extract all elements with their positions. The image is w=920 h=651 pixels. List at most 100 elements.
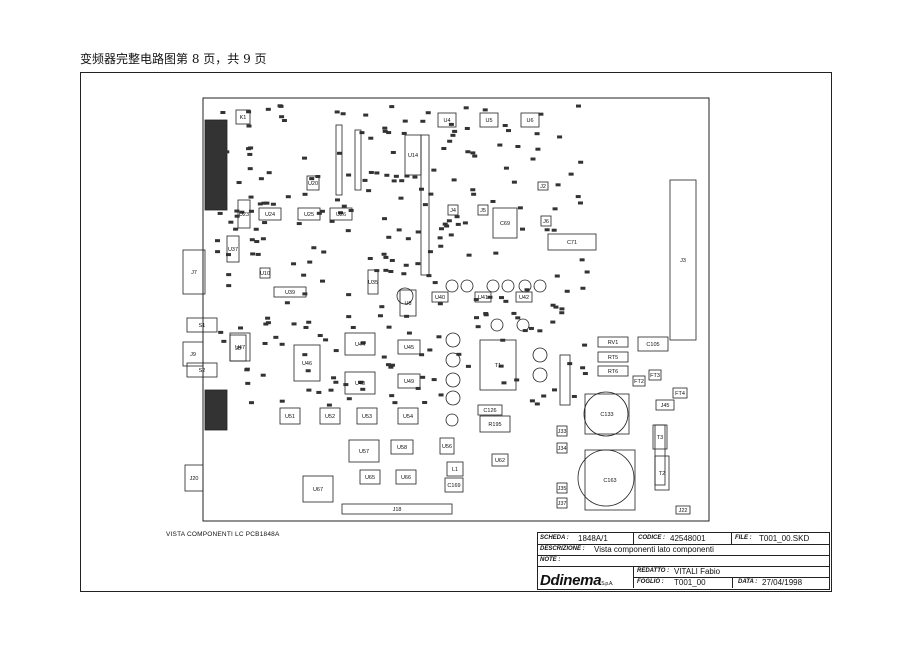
component-outline [226,235,240,263]
component-outline [648,369,662,381]
smd-pad [273,335,279,339]
smd-pad [301,273,307,277]
smd-pad [366,189,372,193]
component-outline [444,477,464,493]
smd-pad [524,288,530,292]
capacitor-outline [583,391,629,437]
component-label: U57 [359,449,369,455]
component-outline [329,207,353,221]
component-outline [397,407,419,425]
smd-pad [552,207,558,211]
capacitor-outline [460,279,474,293]
smd-pad [470,188,476,192]
smd-pad [306,320,312,324]
smd-pad [278,104,284,108]
smd-pad [503,166,509,170]
smd-pad [444,224,450,228]
smd-pad [578,160,584,164]
smd-pad [334,110,340,114]
smd-pad [401,131,407,135]
component-outline [184,464,204,492]
smd-pad [415,386,421,390]
smd-pad [422,203,428,207]
smd-pad [550,303,556,307]
component-outline [397,373,421,389]
component-label: FT4 [675,391,685,397]
component-outline [597,365,629,377]
smd-pad [302,292,308,296]
component-label: U53 [362,414,372,420]
capacitor-outline [501,279,515,293]
smd-pad [281,119,287,123]
smd-pad [415,262,421,266]
component-label: U52 [325,414,335,420]
smd-pad [451,178,457,182]
component-label: J22 [679,508,688,514]
smd-pad [260,237,266,241]
smd-pad [399,179,405,183]
smd-pad [391,179,397,183]
component-outline [420,134,430,276]
smd-pad [261,201,267,205]
capacitor-outline [490,318,504,332]
component-label: S2 [199,368,206,374]
component-outline [319,407,341,425]
smd-pad [501,381,507,385]
smd-pad [336,151,342,155]
component-outline [348,439,380,463]
smd-pad [553,305,559,309]
smd-pad [279,342,285,346]
redatto-label: REDATTO : [637,568,670,574]
smd-pad [499,296,505,300]
smd-pad [436,335,442,339]
smd-pad [248,195,254,199]
smd-pad [248,401,254,405]
smd-pad [463,106,469,110]
smd-pad [345,229,351,233]
capacitor-outline [532,347,548,363]
capacitor-outline [577,449,635,507]
smd-pad [448,233,454,237]
file-value: T001_00.SKD [759,534,810,543]
smd-pad [220,110,226,114]
component-outline [637,336,669,352]
smd-pad [388,365,394,369]
smd-pad [503,299,509,303]
smd-pad [270,202,276,206]
smd-pad [450,133,456,137]
smd-pad [323,338,329,342]
smd-pad [333,349,339,353]
capacitor-outline [533,279,547,293]
smd-pad [534,132,540,136]
smd-pad [296,222,302,226]
smd-pad [465,364,471,368]
smd-pad [226,253,232,257]
smd-pad [393,174,399,178]
smd-pad [446,219,452,223]
smd-pad [343,383,349,387]
smd-pad [420,119,426,123]
component-outline [306,175,320,191]
smd-pad [383,268,389,272]
component-label: K1 [240,115,247,121]
smd-pad [368,170,374,174]
smd-pad [215,239,221,243]
component-outline [654,424,666,486]
smd-pad [475,325,481,329]
smd-pad [487,295,493,299]
smd-pad [454,215,460,219]
component-outline [556,425,568,437]
smd-pad [331,376,337,380]
smd-pad [346,315,352,319]
smd-pad [419,353,425,357]
component-label: U56 [442,444,452,450]
component-outline [273,286,307,298]
component-outline [537,181,549,191]
component-outline [229,334,247,362]
capacitor-outline [445,372,461,388]
smd-pad [224,150,230,154]
smd-pad [250,252,256,256]
title-block: SCHEDA : 1848A/1 CODICE : 42548001 FILE … [537,532,830,590]
smd-pad [535,147,541,151]
smd-pad [426,274,432,278]
